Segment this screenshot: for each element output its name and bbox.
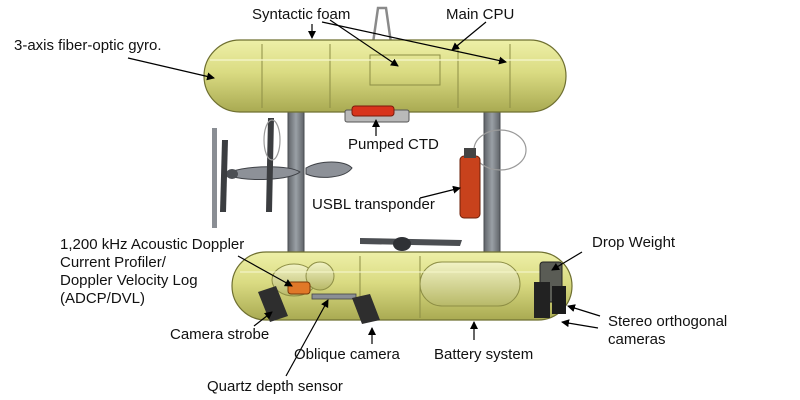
label-usbl-transponder: USBL transponder [312, 196, 435, 213]
arrow-usbl [419, 185, 461, 199]
label-battery-system: Battery system [434, 346, 534, 363]
drop-weight-assembly [534, 261, 566, 318]
arrow-syntactic-foam-1 [329, 19, 399, 67]
thruster-left [220, 118, 301, 212]
arrow-drop-weight [551, 251, 583, 271]
lifting-bail [370, 6, 394, 51]
strut-right [483, 97, 501, 257]
arrow-syntactic-foam-2 [321, 21, 507, 65]
vertical-struts [212, 97, 501, 257]
label-stereo-cameras: Stereo orthogonal cameras [608, 313, 728, 348]
label-oblique-camera: Oblique camera [294, 346, 400, 363]
strut-rod-left [212, 128, 217, 228]
annotation-arrows [127, 19, 601, 377]
arrow-gyro [127, 57, 215, 81]
camera-strobe-body [258, 286, 288, 322]
arrow-quartz [285, 299, 329, 377]
arrow-camera-strobe [253, 311, 273, 327]
label-fiber-optic-gyro: 3-axis fiber-optic gyro. [14, 37, 162, 54]
lower-thruster [360, 237, 462, 251]
label-camera-strobe: Camera strobe [170, 326, 270, 343]
arrow-adcp [237, 255, 293, 287]
label-quartz-depth-sensor: Quartz depth sensor [207, 378, 343, 395]
usbl-transponder [459, 148, 481, 219]
label-pumped-ctd: Pumped CTD [348, 136, 439, 153]
top-hull [203, 39, 567, 113]
label-adcp-dvl: 1,200 kHz Acoustic Doppler Current Profi… [60, 236, 245, 307]
label-drop-weight: Drop Weight [592, 234, 676, 251]
arrow-stereo-1 [567, 304, 601, 317]
label-main-cpu: Main CPU [446, 6, 515, 23]
adcp-dvl-unit [287, 281, 311, 295]
oblique-camera-body [352, 294, 380, 324]
thruster-right [263, 119, 527, 178]
pumped-ctd [344, 105, 410, 123]
quartz-depth-sensor [311, 293, 357, 300]
strut-left [287, 97, 305, 257]
arrow-main-cpu [451, 21, 487, 51]
arrow-stereo-2 [561, 319, 599, 329]
label-syntactic-foam: Syntactic foam [252, 6, 351, 23]
